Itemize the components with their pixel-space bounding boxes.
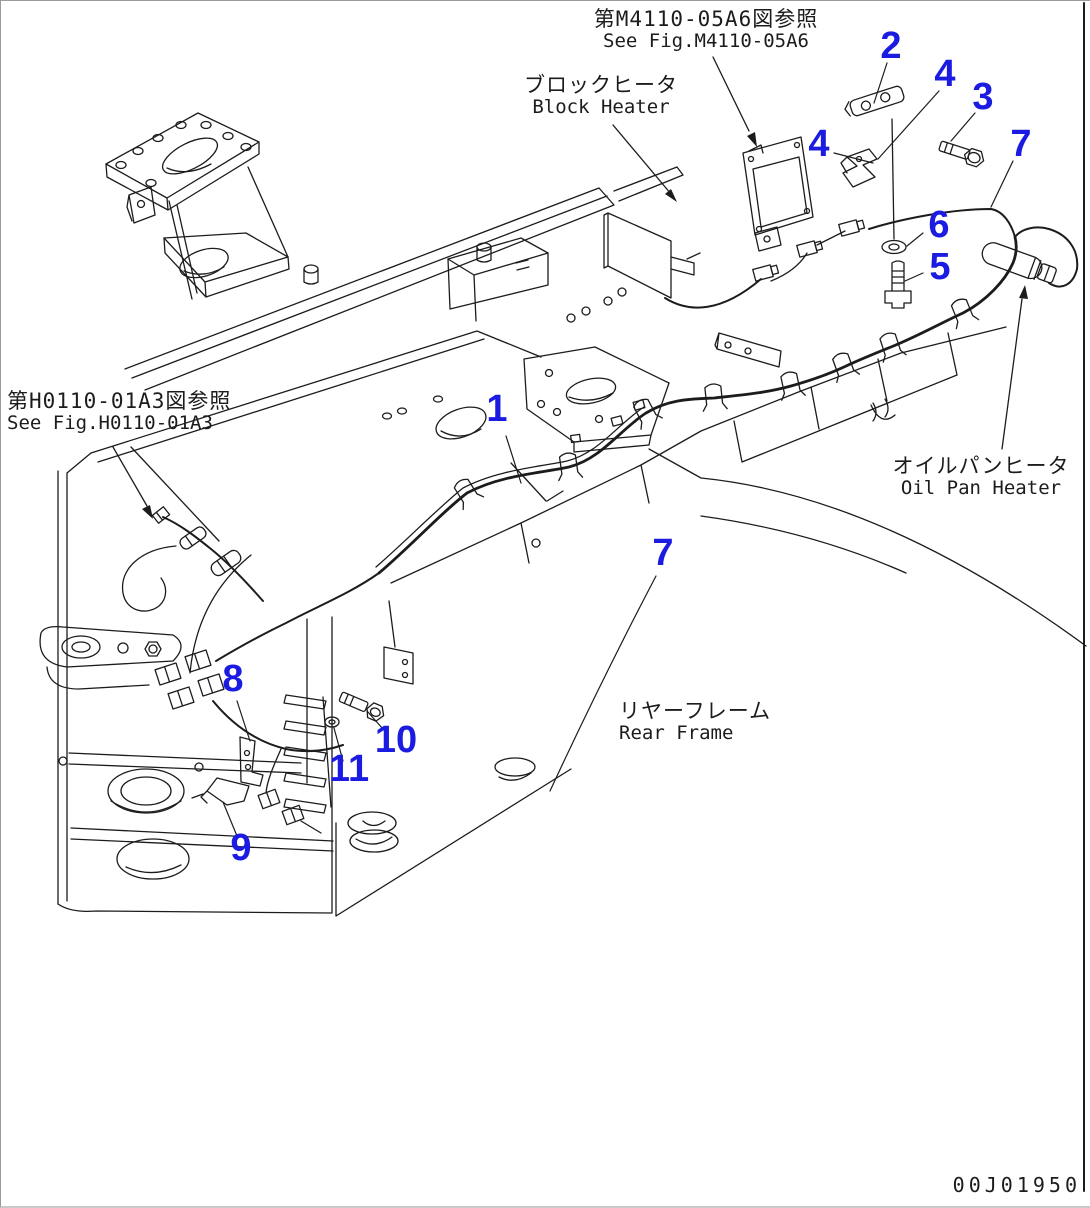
ref-label-m4110-en: See Fig.M4110-05A6 [603,30,809,53]
block-heater-label: ブロックヒータ Block Heater [501,73,701,119]
part-callout-2[interactable]: 2 [880,25,902,67]
part-callout-4-upper[interactable]: 4 [934,53,956,95]
rear-frame-label-en: Rear Frame [619,722,734,745]
ref-label-h0110: 第H0110-01A3図参照 See Fig.H0110-01A3 [7,389,257,435]
mount-tower [105,112,290,300]
rear-frame-label: リヤーフレーム Rear Frame [619,699,779,745]
part-callout-5[interactable]: 5 [929,246,951,288]
part-callout-7-mid[interactable]: 7 [652,532,674,574]
rear-frame-body [39,326,1087,917]
document-number: 00J01950 [952,1173,1081,1197]
oil-pan-heater-unit [981,226,1079,288]
ref-label-m4110: 第M4110-05A6図参照 See Fig.M4110-05A6 [561,7,851,53]
part-callout-1[interactable]: 1 [486,388,508,430]
part-callout-7-upper[interactable]: 7 [1010,123,1032,165]
ref-label-h0110-jp: 第H0110-01A3図参照 [7,389,232,413]
part-callout-3[interactable]: 3 [972,76,994,118]
wiring-harness [121,208,1018,834]
oil-pan-heater-label-en: Oil Pan Heater [900,477,1062,500]
cable-clamps [453,298,980,511]
rear-frame-label-jp: リヤーフレーム [619,699,772,723]
oil-pan-heater-label: オイルパンヒータ Oil Pan Heater [881,454,1081,500]
reference-arrows [112,56,1028,542]
block-heater-label-en: Block Heater [532,96,670,119]
ref-label-h0110-en: See Fig.H0110-01A3 [7,412,213,435]
mid-structures [447,212,701,322]
callout-leaders [222,62,1014,837]
block-heater-label-jp: ブロックヒータ [524,73,678,97]
part-callout-9[interactable]: 9 [230,827,252,869]
frame-rails [90,166,684,463]
small-parts-top [840,85,985,309]
part-callout-10[interactable]: 10 [374,719,418,761]
part-callout-6[interactable]: 6 [928,204,950,246]
part-callout-4-left[interactable]: 4 [808,123,830,165]
part-callout-11[interactable]: 11 [328,748,370,790]
center-mount-plate [381,287,670,548]
block-heater-unit [742,136,866,282]
part-callout-8[interactable]: 8 [222,658,244,700]
ref-label-m4110-jp: 第M4110-05A6図参照 [593,7,819,31]
oil-pan-heater-label-jp: オイルパンヒータ [892,454,1070,478]
